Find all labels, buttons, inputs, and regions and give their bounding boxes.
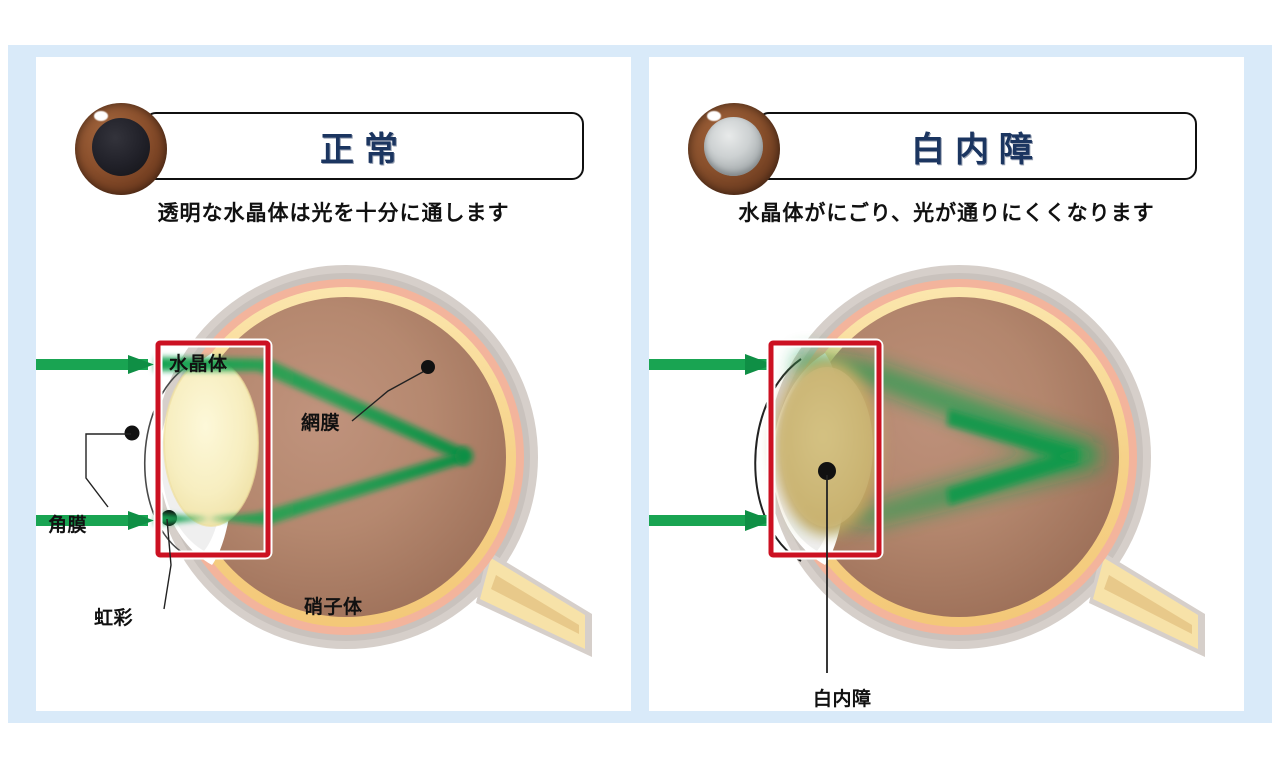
- label-cornea: 角膜: [48, 515, 88, 536]
- label-cataract: 白内障: [813, 689, 872, 710]
- optic-nerve: [1089, 551, 1205, 657]
- label-retina: 網膜: [301, 413, 341, 434]
- cataract-eye-highlight-icon: [707, 111, 722, 122]
- panel-normal-caption: 透明な水晶体は光を十分に通します: [157, 202, 510, 225]
- panel-cataract-header: 白内障: [649, 57, 1244, 195]
- lens-opacity-core: [781, 367, 873, 527]
- panel-cataract-caption: 水晶体がにごり、光が通りにくくなります: [738, 202, 1155, 225]
- retina-marker: [421, 360, 435, 374]
- lens-highlight-box: [153, 338, 273, 560]
- iris-marker-upper: [124, 425, 140, 441]
- cataract-eye-pupil: [703, 116, 763, 176]
- panel-normal: 正常 透明な水晶体は光を十分に通します: [36, 57, 631, 711]
- panel-cataract-title-plaque: 白内障: [757, 112, 1197, 180]
- lens-clear: [163, 359, 259, 527]
- cataract-eye-diagram: 白内障: [649, 225, 1244, 711]
- light-rays-scattered: [649, 353, 1101, 531]
- lens-highlight-box: [766, 338, 884, 560]
- normal-eye-pupil: [91, 117, 150, 176]
- panel-normal-title: 正常: [320, 130, 408, 169]
- cataract-eye-photo: [688, 103, 780, 195]
- light-rays-focused: [36, 355, 473, 530]
- panel-cataract: 白内障 水晶体がにごり、光が通りにくくなります: [649, 57, 1244, 711]
- label-lens: 水晶体: [169, 354, 228, 375]
- normal-eye-highlight-icon: [94, 111, 109, 122]
- optic-nerve: [476, 551, 592, 657]
- leader-lines: [85, 367, 431, 610]
- label-vitreous: 硝子体: [304, 597, 363, 618]
- label-iris: 虹彩: [94, 608, 134, 629]
- cataract-marker: [818, 462, 836, 480]
- panel-cataract-title: 白内障: [911, 130, 1043, 169]
- normal-eye-photo: [75, 103, 167, 195]
- panel-normal-header: 正常: [36, 57, 631, 195]
- panel-normal-title-plaque: 正常: [144, 112, 584, 180]
- normal-eye-diagram: 水晶体 網膜 硝子体 角膜 虹彩: [36, 225, 631, 711]
